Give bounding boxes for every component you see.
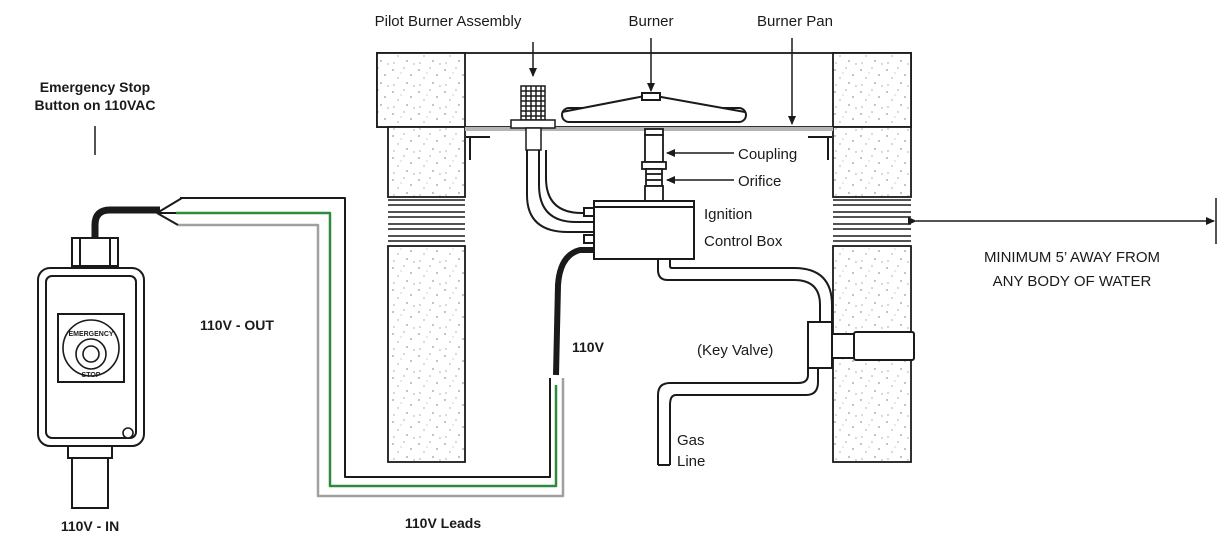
label-burner: Burner	[628, 13, 673, 30]
coupling	[644, 128, 664, 163]
label-emergency-line1: Emergency Stop	[40, 79, 150, 95]
pan-brackets	[466, 136, 832, 160]
gas-pipe-upper	[657, 259, 833, 322]
label-110v-out: 110V - OUT	[200, 317, 274, 333]
left-cap	[376, 52, 466, 128]
left-column-upper	[387, 126, 466, 198]
key-valve	[807, 321, 915, 369]
label-110v-in: 110V - IN	[61, 518, 119, 534]
column-joints	[388, 199, 911, 242]
pilot-burner-assembly	[510, 85, 556, 151]
wire-out-black	[180, 197, 551, 478]
label-coupling: Coupling	[738, 146, 797, 163]
label-burner-pan: Burner Pan	[757, 13, 833, 30]
label-110v: 110V	[572, 339, 605, 355]
label-ignition-line1: Ignition	[704, 206, 752, 223]
label-minimum-line2: ANY BODY OF WATER	[993, 273, 1152, 290]
cord-split	[156, 197, 183, 226]
label-minimum-line1: MINIMUM 5’ AWAY FROM	[984, 249, 1160, 266]
masonry-structure	[376, 52, 912, 463]
right-cap	[832, 52, 912, 128]
ignition-control-box	[583, 200, 695, 260]
pilot-tubes	[526, 150, 594, 233]
wiring	[91, 197, 594, 498]
orifice	[641, 161, 667, 203]
stop-text-top: EMERGENCY	[68, 331, 113, 338]
callout-lines	[94, 38, 1217, 244]
left-column-lower	[387, 245, 466, 463]
label-110v-leads: 110V Leads	[405, 515, 481, 531]
wire-out-green	[176, 211, 558, 488]
label-gas-line1: Gas	[677, 432, 705, 449]
label-gas-line2: Line	[677, 453, 705, 470]
label-pilot-burner-assembly: Pilot Burner Assembly	[375, 13, 522, 30]
wire-out-grey	[178, 223, 565, 498]
stop-text-bottom: STOP	[82, 372, 101, 379]
label-emergency-line2: Button on 110VAC	[34, 97, 155, 113]
right-column-upper	[832, 126, 912, 198]
label-ignition-line2: Control Box	[704, 233, 783, 250]
emergency-stop-button	[37, 237, 145, 509]
label-key-valve: (Key Valve)	[697, 342, 773, 359]
wire-110v-black	[553, 247, 594, 376]
cord-to-stop	[91, 206, 160, 242]
burner	[561, 92, 747, 123]
gas-line-pipe	[657, 368, 819, 466]
label-orifice: Orifice	[738, 173, 781, 190]
